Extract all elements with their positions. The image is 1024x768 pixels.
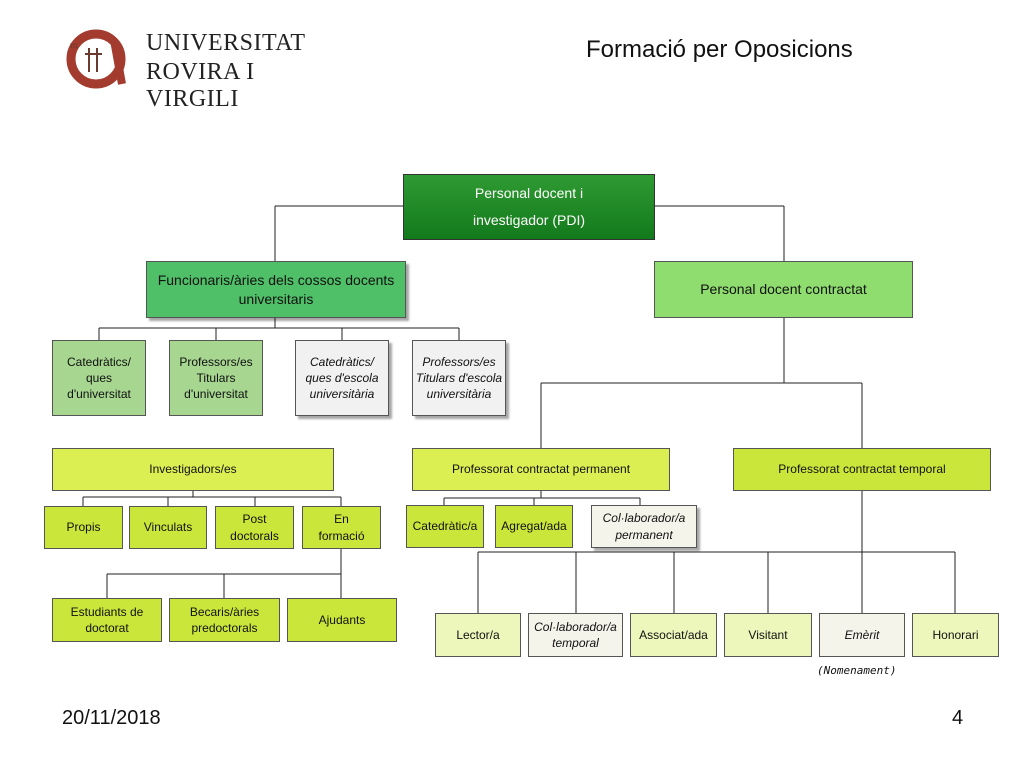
node-lector-a: Lector/a	[435, 613, 521, 657]
node-professors-titulars-escola: Professors/es Titulars d'escola universi…	[412, 340, 506, 416]
node-propis: Propis	[44, 506, 123, 549]
node-honorari: Honorari	[912, 613, 999, 657]
node-visitant: Visitant	[724, 613, 812, 657]
node-catedratics-universitat: Catedràtics/ ques d'universitat	[52, 340, 146, 416]
logo-emblem-icon: m	[66, 29, 126, 89]
footer-date: 20/11/2018	[62, 707, 161, 729]
node-post-doctorals: Post doctorals	[215, 506, 294, 549]
page-number: 4	[952, 707, 964, 729]
node-agregat-ada: Agregat/ada	[495, 505, 573, 548]
node-pdi: Personal docent i investigador (PDI)	[403, 174, 655, 240]
node-contractat-temporal: Professorat contractat temporal	[733, 448, 991, 491]
node-contractat: Personal docent contractat	[654, 261, 913, 318]
node-ajudants: Ajudants	[287, 598, 397, 642]
node-emerit: Emèrit	[819, 613, 905, 657]
node-professors-titulars-universitat: Professors/es Titulars d'universitat	[169, 340, 263, 416]
university-logo: m UNIVERSITAT ROVIRA I VIRGILI	[62, 26, 306, 112]
logo-text-line1: UNIVERSITAT	[146, 30, 306, 56]
logo-text-line2: ROVIRA I VIRGILI	[146, 59, 255, 112]
node-associat-ada: Associat/ada	[630, 613, 717, 657]
node-funcionaris: Funcionaris/àries dels cossos docents un…	[146, 261, 406, 318]
node-estudiants-doctorat: Estudiants de doctorat	[52, 598, 162, 642]
node-vinculats: Vinculats	[129, 506, 207, 549]
node-becaris: Becaris/àries predoctorals	[169, 598, 280, 642]
nomenament-note: (Nomenament)	[817, 664, 897, 677]
node-col-temporal: Col·laborador/a temporal	[528, 613, 623, 657]
node-col-permanent: Col·laborador/a permanent	[591, 505, 697, 548]
node-investigadors: Investigadors/es	[52, 448, 334, 491]
page-title: Formació per Oposicions	[586, 36, 853, 63]
svg-text:m: m	[70, 41, 78, 50]
node-catedratic-a: Catedràtic/a	[406, 505, 484, 548]
node-en-formacio: En formació	[302, 506, 381, 549]
node-contractat-permanent: Professorat contractat permanent	[412, 448, 670, 491]
node-catedratics-escola: Catedràtics/ ques d'escola universitària	[295, 340, 389, 416]
